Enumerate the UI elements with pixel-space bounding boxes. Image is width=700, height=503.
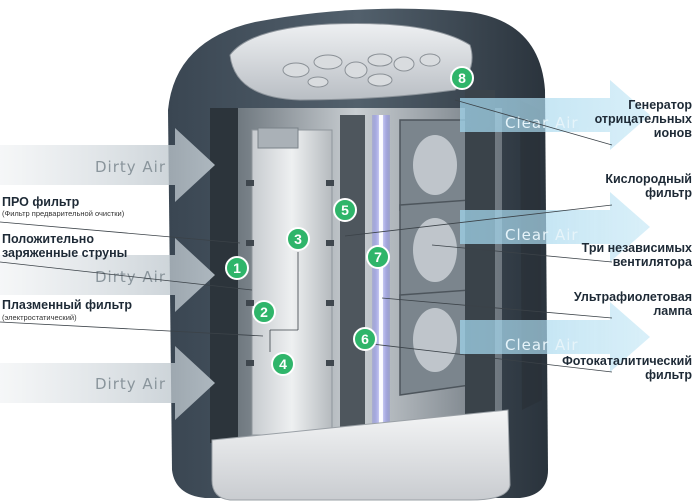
plasma-filter-panel <box>251 129 333 436</box>
marker-5: 5 <box>333 198 357 222</box>
marker-5-number: 5 <box>341 202 349 218</box>
dirty-air-arrows <box>0 128 215 420</box>
marker-1-number: 1 <box>233 260 241 276</box>
dirty-air-label-1: Dirty Air <box>95 158 166 176</box>
clear-air-label-1: Clear Air <box>505 114 579 132</box>
marker-3: 3 <box>286 227 310 251</box>
leader-lines <box>0 99 613 373</box>
uv-lamp-core <box>379 115 383 435</box>
marker-4: 4 <box>271 352 295 376</box>
charged-strings-label-line2: заряженные струны <box>2 246 128 260</box>
control-panel <box>229 22 473 101</box>
fan-blades <box>413 135 457 372</box>
oxygen-filter-label-line1: Кислородный <box>605 172 692 186</box>
marker-1: 1 <box>225 256 249 280</box>
pro-filter-sublabel: (Фильтр предварительной очистки) <box>2 209 125 218</box>
ion-generator-label-line1: Генератор <box>628 98 692 112</box>
clear-air-label-2: Clear Air <box>505 226 579 244</box>
marker-2-number: 2 <box>260 304 268 320</box>
dirty-air-label-2: Dirty Air <box>95 268 166 286</box>
uv-lamp-label-line2: лампа <box>653 304 692 318</box>
photocatalytic-filter <box>340 115 365 435</box>
uv-lamp-label-line1: Ультрафиолетовая <box>573 290 692 304</box>
marker-6: 6 <box>353 327 377 351</box>
marker-3-number: 3 <box>294 231 302 247</box>
ion-generator-grille <box>465 90 495 430</box>
ion-generator-label-line2: отрицательных <box>594 112 692 126</box>
photocatalytic-label-line2: фильтр <box>645 368 692 382</box>
fans-label-line2: вентилятора <box>612 255 692 269</box>
marker-7-number: 7 <box>374 249 382 265</box>
charged-strings-label-line1: Положительно <box>2 232 94 246</box>
dirty-air-label-3: Dirty Air <box>95 375 166 393</box>
marker-2: 2 <box>252 300 276 324</box>
photocatalytic-label-line1: Фотокаталитический <box>562 354 692 368</box>
clear-air-arrows <box>460 80 650 372</box>
plasma-filter-label: Плазменный фильтр <box>2 298 132 312</box>
filter-top-bracket <box>257 127 299 149</box>
purifier-base <box>211 409 511 501</box>
filter-clips <box>246 180 334 366</box>
marker-8: 8 <box>450 66 474 90</box>
fans-label-line1: Три независимых <box>581 241 692 255</box>
marker-4-number: 4 <box>279 356 287 372</box>
plasma-filter-sublabel: (электростатический) <box>2 313 77 322</box>
marker-6-number: 6 <box>361 331 369 347</box>
ion-generator-label-line3: ионов <box>653 126 692 140</box>
clear-air-label-3: Clear Air <box>505 336 579 354</box>
oxygen-filter-label-line2: фильтр <box>645 186 692 200</box>
marker-7: 7 <box>366 245 390 269</box>
control-buttons <box>282 53 441 88</box>
marker-8-number: 8 <box>458 70 466 86</box>
pro-filter-label: ПРО фильтр <box>2 195 80 209</box>
